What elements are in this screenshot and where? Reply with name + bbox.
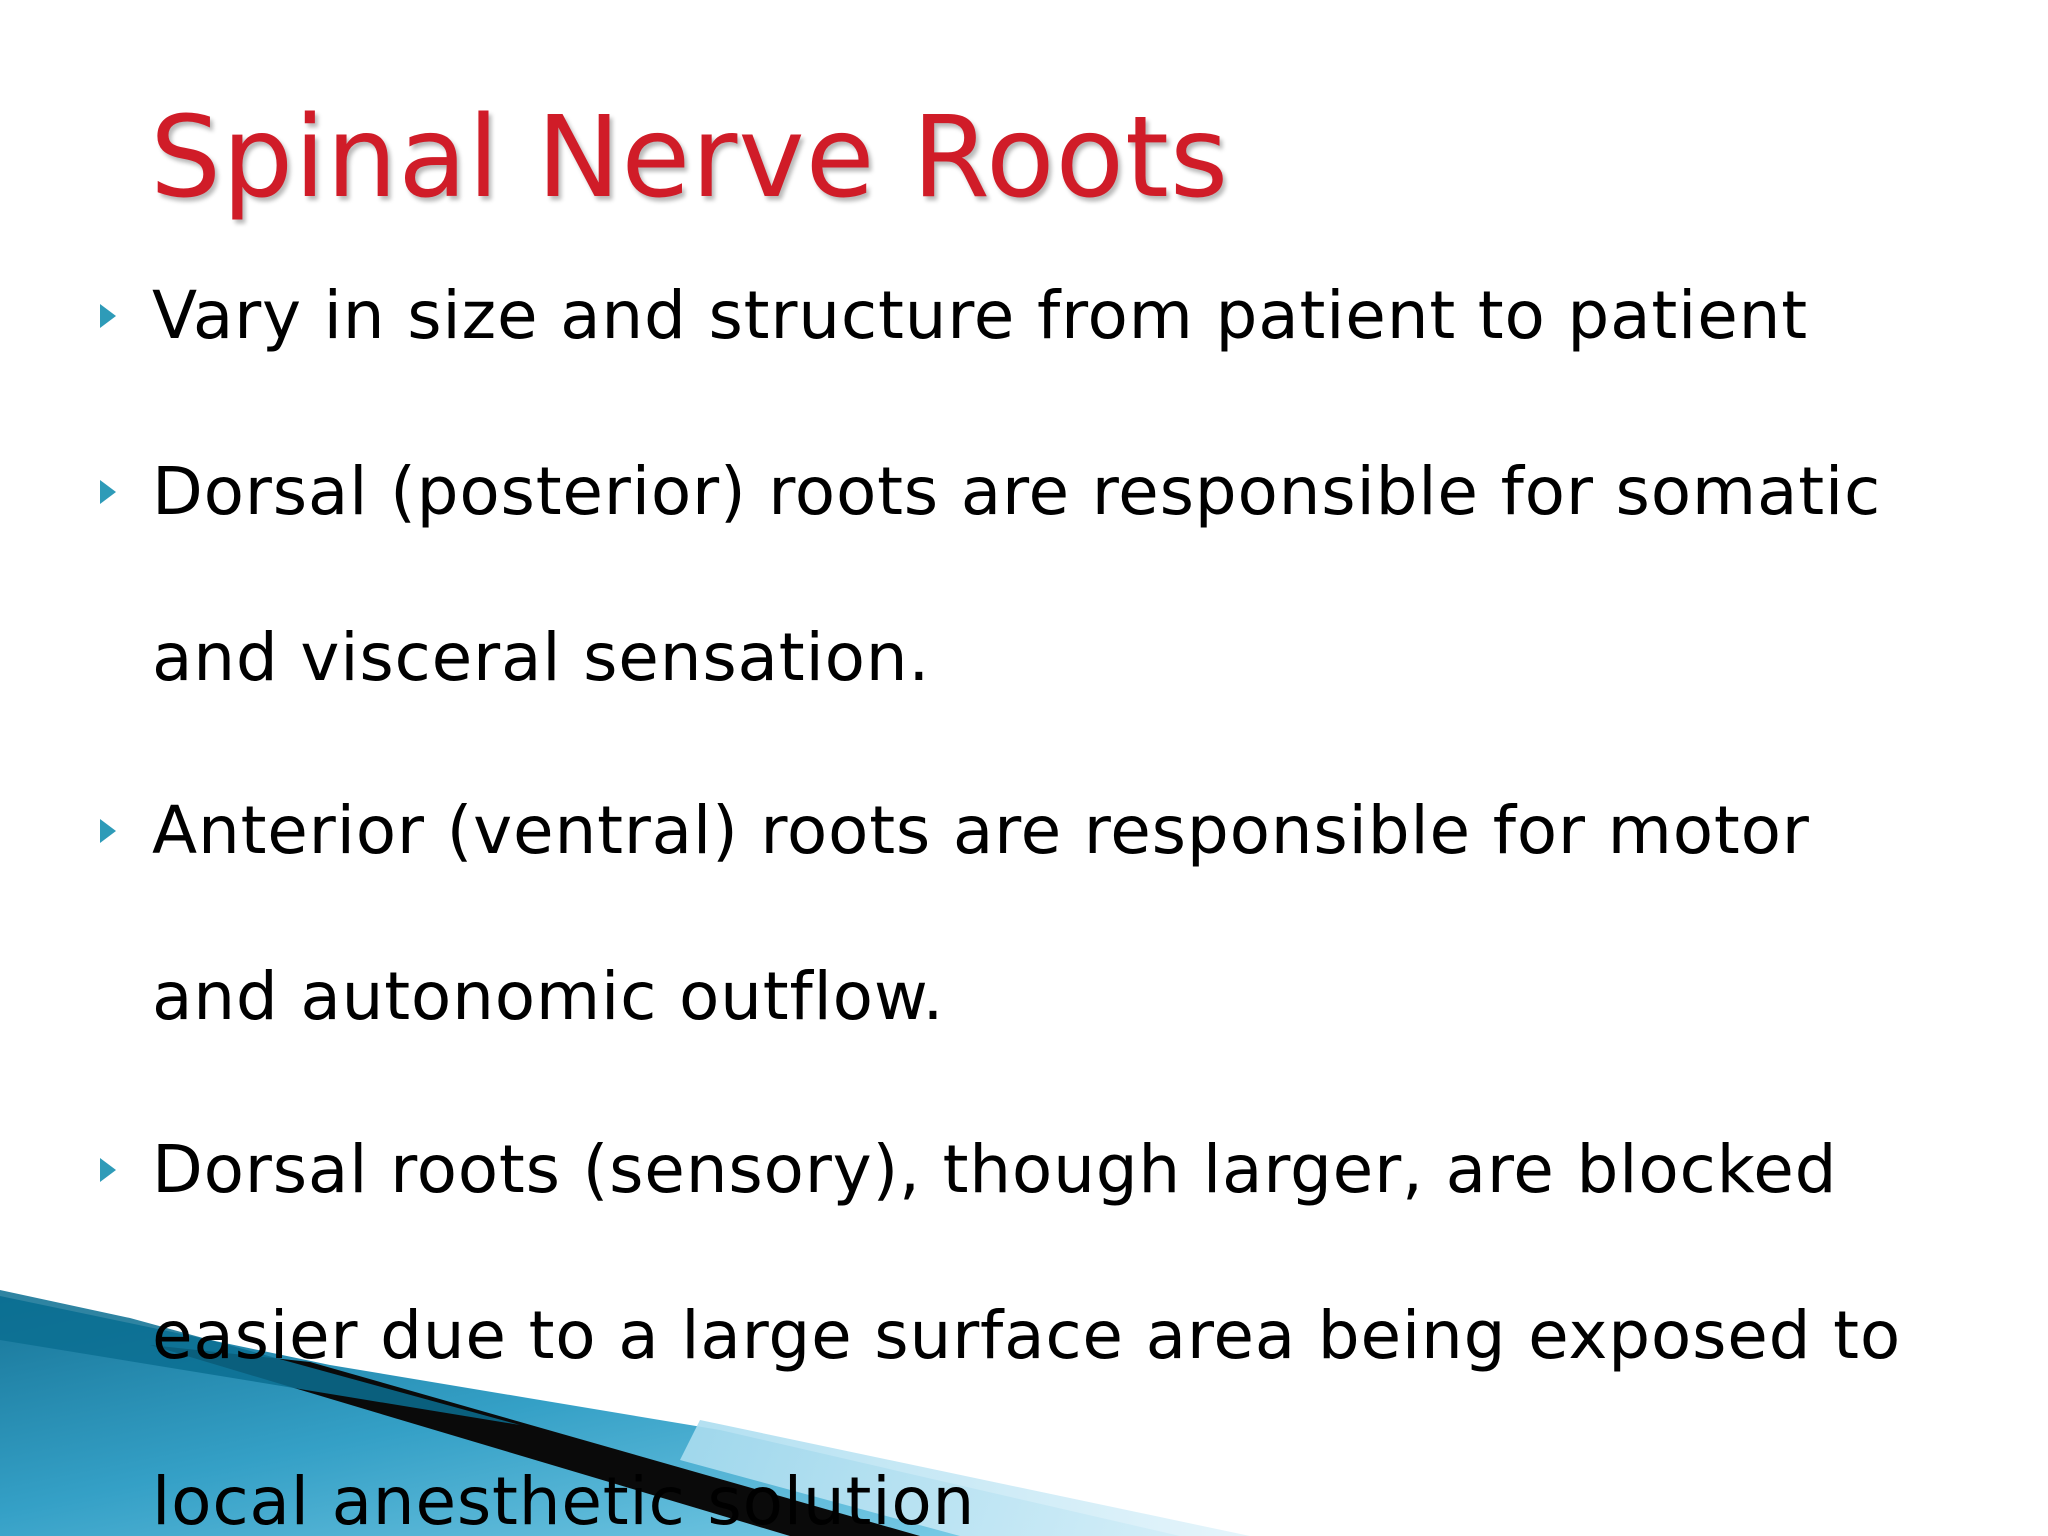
triangle-right-icon [100,304,116,328]
bullet-text-line: and autonomic outflow. [152,958,945,1035]
triangle-right-icon [100,480,116,504]
bullet-text-line: local anesthetic solution [152,1463,976,1536]
triangle-right-icon [100,1158,116,1182]
bullet-text-line: easier due to a large surface area being… [152,1297,1902,1374]
bullet-text-line: Anterior (ventral) roots are responsible… [152,792,1810,869]
triangle-right-icon [100,819,116,843]
bullet-text-line: Dorsal roots (sensory), though larger, a… [152,1131,1838,1208]
bullet-text-line: Dorsal (posterior) roots are responsible… [152,453,1882,530]
bullet-text-line: Vary in size and structure from patient … [152,277,1808,354]
bullet-text-line: and visceral sensation. [152,619,931,696]
slide-title: Spinal Nerve Roots [150,93,1230,223]
